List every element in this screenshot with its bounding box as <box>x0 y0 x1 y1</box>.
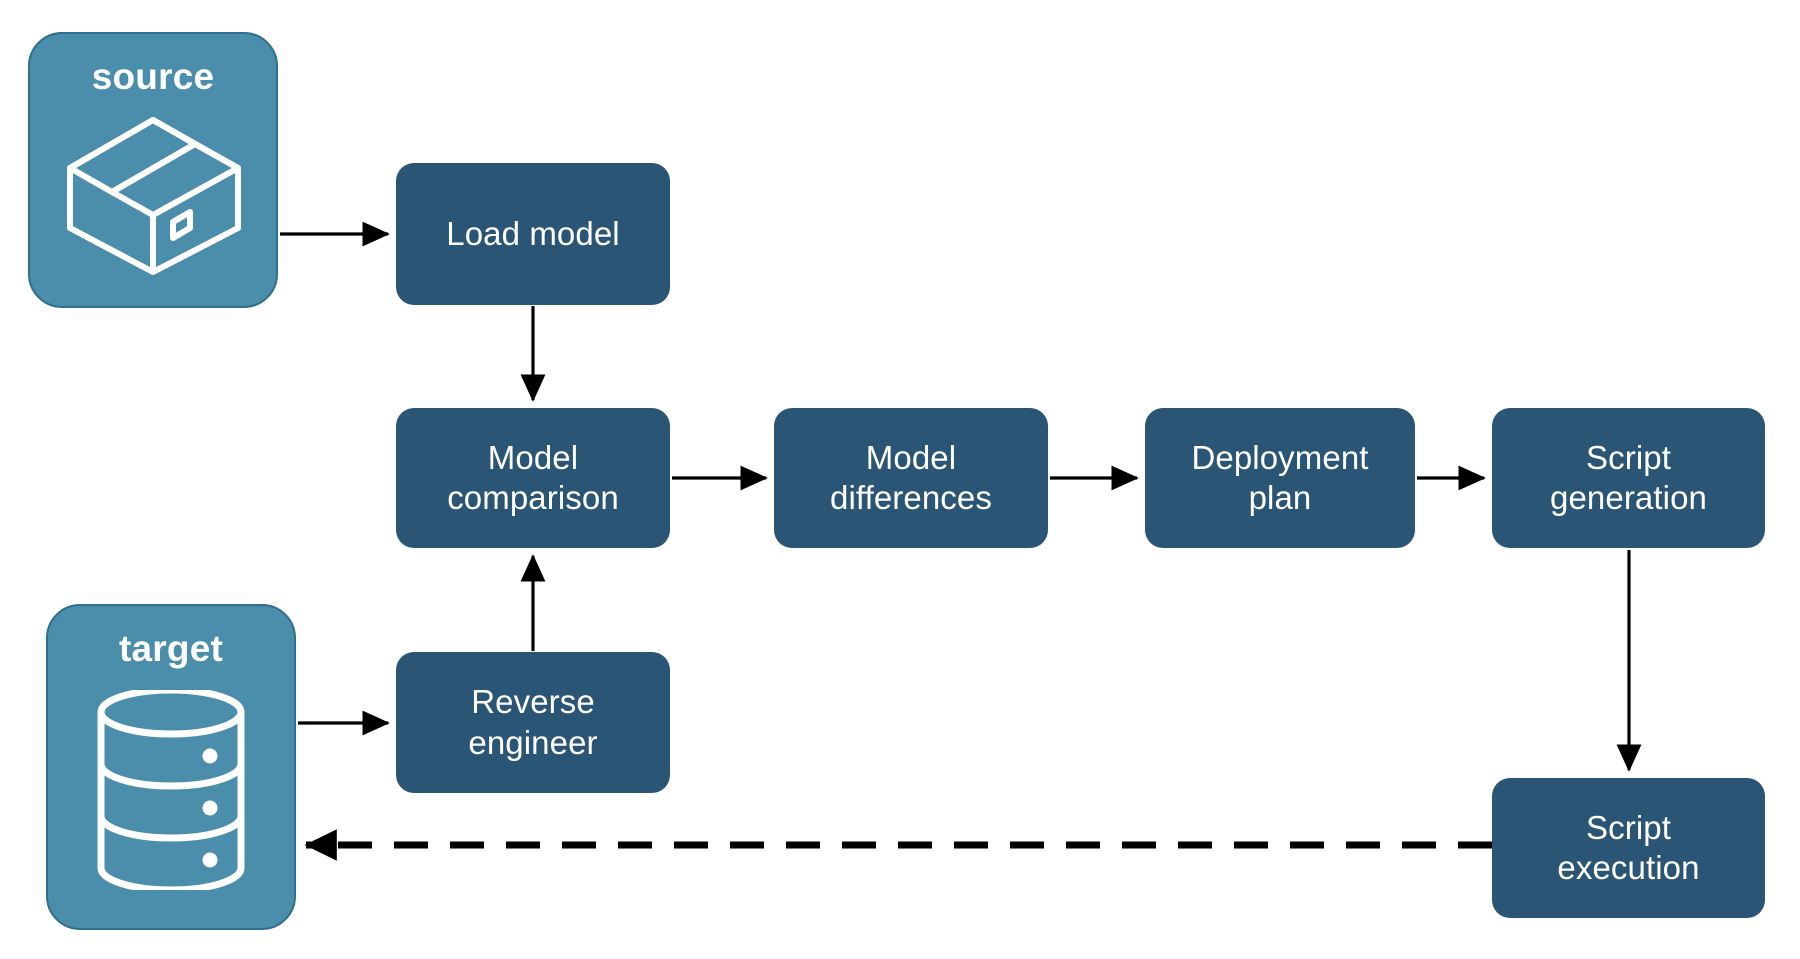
process-deployment-plan[interactable]: Deployment plan <box>1145 408 1415 548</box>
process-script-execution[interactable]: Script execution <box>1492 778 1765 918</box>
endpoint-source[interactable]: source <box>28 32 278 308</box>
database-cylinder-icon <box>93 686 249 895</box>
process-script-generation[interactable]: Script generation <box>1492 408 1765 548</box>
endpoint-source-label: source <box>91 56 215 97</box>
endpoint-target-label: target <box>119 628 223 669</box>
process-model-differences[interactable]: Model differences <box>774 408 1048 548</box>
process-reverse-engineer[interactable]: Reverse engineer <box>396 652 670 793</box>
endpoint-target[interactable]: target <box>46 604 296 930</box>
package-box-icon <box>60 116 246 281</box>
process-load-model[interactable]: Load model <box>396 163 670 305</box>
process-model-comparison[interactable]: Model comparison <box>396 408 670 548</box>
